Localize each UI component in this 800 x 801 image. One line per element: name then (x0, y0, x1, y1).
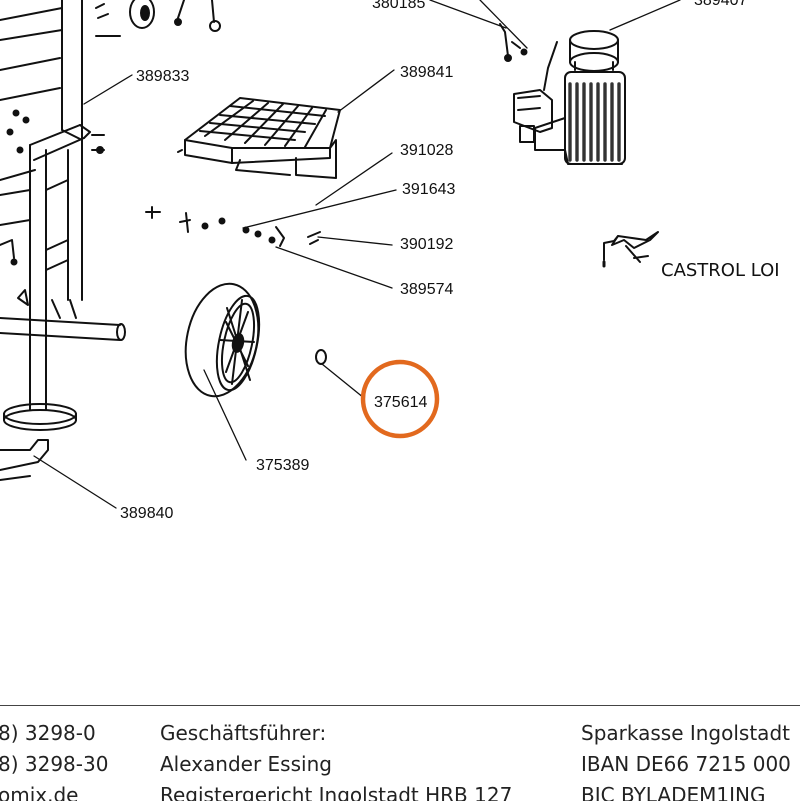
part-number-375389: 375389 (256, 457, 309, 474)
footer-web: omix.de (0, 783, 79, 801)
part-number-391643: 391643 (402, 181, 455, 198)
castrol-label: CASTROL LOI (661, 260, 780, 281)
screws-mid (145, 206, 321, 247)
footer-register-court: Registergericht Ingolstadt HRB 127 (160, 783, 513, 801)
footer-management-column: Geschäftsführer: Alexander Essing Regist… (160, 718, 512, 801)
frame-drawing (0, 0, 126, 431)
footer-bic: BIC BYLADEM1ING (581, 783, 766, 801)
part-number-390192: 390192 (400, 236, 453, 253)
part-number-380185: 380185 (372, 0, 425, 12)
part-labels: 389833 389841 391028 391643 390192 38957… (120, 0, 780, 522)
footer-phone: 8) 3298-0 (0, 721, 96, 745)
part-number-389407: 389407 (694, 0, 747, 9)
footer-fax: 8) 3298-30 (0, 752, 109, 776)
part-number-389841: 389841 (400, 64, 453, 81)
bracket-drawing (0, 439, 49, 481)
platform-drawing (177, 97, 341, 179)
footer-bank-name: Sparkasse Ingolstadt (581, 721, 790, 745)
letterhead-footer: 8) 3298-0 8) 3298-30 omix.de Geschäftsfü… (0, 705, 800, 801)
oil-can-icon (602, 231, 659, 268)
footer-bank-column: Sparkasse Ingolstadt IBAN DE66 7215 000 … (581, 718, 791, 801)
footer-iban: IBAN DE66 7215 000 (581, 752, 791, 776)
exploded-parts-diagram: 389833 389841 391028 391643 390192 38957… (0, 0, 780, 522)
wheel-drawing (184, 282, 261, 398)
footer-managing-director-label: Geschäftsführer: (160, 721, 327, 745)
part-number-389833: 389833 (136, 68, 189, 85)
small-parts-top (95, 0, 221, 37)
motor-drawing (499, 23, 626, 165)
part-number-375614: 375614 (374, 394, 427, 411)
footer-contact-column: 8) 3298-0 8) 3298-30 omix.de (0, 718, 108, 801)
part-number-389574: 389574 (400, 281, 453, 298)
part-number-391028: 391028 (400, 142, 453, 159)
part-number-389840: 389840 (120, 505, 173, 522)
footer-managing-director-name: Alexander Essing (160, 752, 332, 776)
highlight-circle (360, 359, 440, 439)
leader-lines (33, 0, 681, 509)
washer-drawing (315, 349, 327, 365)
